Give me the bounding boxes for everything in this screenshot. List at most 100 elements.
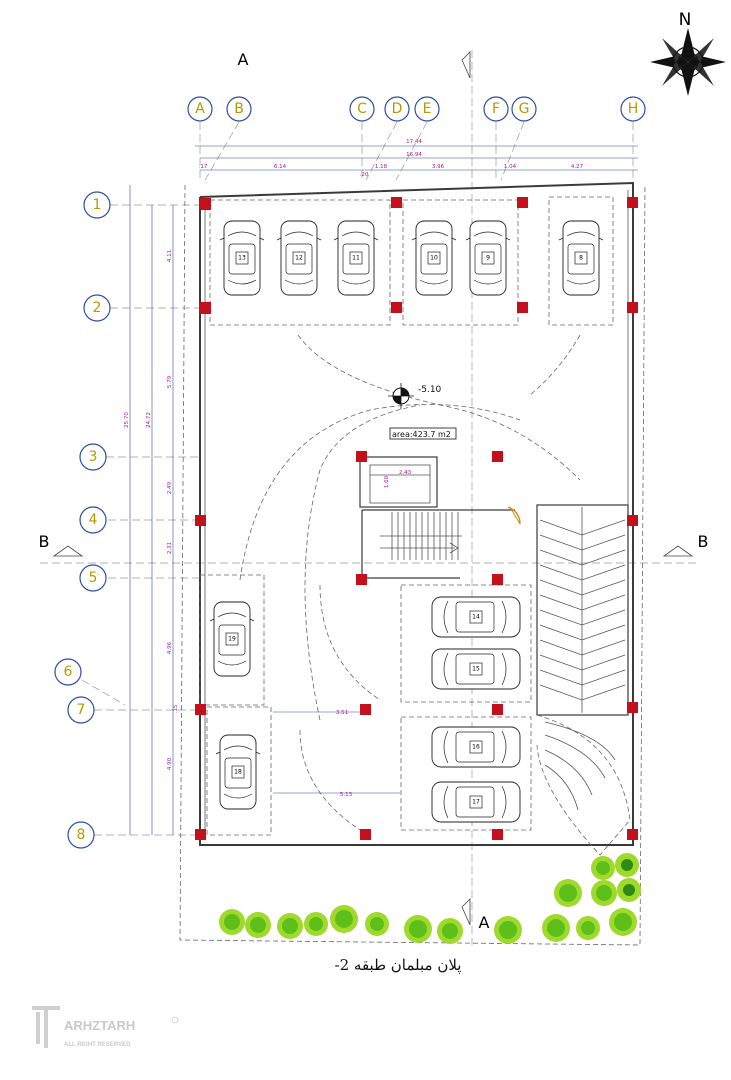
left-dimensions: 25.70 24.72 4.11 5.79 2.49 2.31 4.96 .15… — [124, 185, 179, 835]
grid-bubble-7: 7 — [67, 696, 95, 724]
grid-bubble-c: C — [349, 96, 375, 122]
svg-text:12: 12 — [295, 255, 303, 262]
svg-text:1.04: 1.04 — [504, 164, 517, 170]
interior-dimensions: 3.51 5.13 — [273, 710, 400, 798]
svg-text:3.96: 3.96 — [432, 164, 445, 170]
svg-text:4.11: 4.11 — [167, 250, 173, 262]
svg-text:9: 9 — [486, 255, 490, 262]
parking-stall-14[interactable]: 14 — [431, 596, 521, 638]
svg-text:3.51: 3.51 — [336, 710, 348, 716]
drive-aisle-curves — [239, 334, 581, 831]
outer-walls — [199, 181, 634, 846]
svg-text:3: 3 — [89, 449, 98, 465]
svg-text:4.27: 4.27 — [571, 164, 584, 170]
grid-bubble-a: A — [187, 96, 213, 122]
svg-text:5: 5 — [89, 570, 98, 586]
svg-text:B: B — [698, 532, 709, 551]
parking-stall-18[interactable]: 18 — [215, 734, 261, 810]
structural-columns — [195, 197, 638, 840]
drawing-title: پلان مبلمان طبقه 2- — [335, 956, 462, 974]
area-label: area:423.7 m2 — [392, 430, 451, 439]
svg-text:18: 18 — [234, 769, 242, 776]
grid-bubble-6: 6 — [54, 658, 82, 686]
parking-stall-10[interactable]: 10 — [411, 220, 457, 296]
parking-stall-11[interactable]: 11 — [333, 220, 379, 296]
svg-text:1: 1 — [93, 197, 102, 213]
svg-text:A: A — [479, 913, 490, 932]
svg-text:B: B — [39, 532, 50, 551]
svg-text:.15: .15 — [173, 704, 179, 713]
dim-left-secondary: 24.72 — [146, 412, 152, 428]
stair-core: 2.43 1.60 — [359, 456, 521, 579]
svg-text:6: 6 — [64, 664, 73, 680]
svg-text:1.18: 1.18 — [375, 164, 388, 170]
svg-text:4.96: 4.96 — [167, 641, 173, 654]
parking-stall-13[interactable]: 13 — [219, 220, 265, 296]
north-label: N — [679, 10, 692, 30]
grid-bubble-e: E — [414, 96, 440, 122]
svg-text:.20: .20 — [360, 172, 369, 178]
grid-bubble-g: G — [511, 96, 537, 122]
svg-text:11: 11 — [352, 255, 360, 262]
grid-bubble-8: 8 — [67, 821, 95, 849]
ramp — [536, 504, 631, 856]
svg-text:B: B — [234, 101, 244, 117]
landscape-trees — [219, 853, 641, 944]
dim-secondary: 16.94 — [406, 152, 422, 158]
section-a-bottom: A — [461, 898, 490, 932]
section-b-markers: B B — [39, 532, 709, 564]
site-boundary — [179, 184, 646, 946]
grid-bubble-d: D — [384, 96, 410, 122]
stair-width: 2.43 — [399, 470, 412, 476]
brand-logo: ARHZTARH ALL RIGHT RESERVED — [32, 1006, 179, 1048]
parking-stall-9[interactable]: 9 — [465, 220, 511, 296]
dim-overall: 17.44 — [406, 139, 422, 145]
parking-stall-19[interactable]: 19 — [209, 601, 255, 677]
svg-text:C: C — [357, 101, 367, 117]
svg-text:A: A — [195, 101, 205, 117]
svg-text:E: E — [423, 101, 432, 117]
grid-axes: A B C D E F G H 1 2 3 4 5 6 7 8 — [54, 96, 646, 849]
svg-text:8: 8 — [77, 827, 86, 843]
grid-bubble-4: 4 — [79, 506, 107, 534]
svg-text:5.13: 5.13 — [340, 792, 353, 798]
grid-bubble-b: B — [226, 96, 252, 122]
svg-text:14: 14 — [472, 614, 480, 621]
svg-text:19: 19 — [228, 636, 236, 643]
svg-text:A: A — [238, 50, 249, 69]
top-dimensions: 17.44 16.94 .17 6.14 .20 1.18 3.96 1.04 … — [195, 139, 638, 178]
grid-bubble-3: 3 — [79, 443, 107, 471]
svg-text:4.90: 4.90 — [167, 757, 173, 770]
north-arrow-icon: N — [650, 10, 726, 96]
svg-text:5.79: 5.79 — [167, 375, 173, 388]
svg-text:H: H — [628, 101, 639, 117]
grid-bubble-5: 5 — [79, 564, 107, 592]
svg-text:2: 2 — [93, 300, 102, 316]
svg-text:2.49: 2.49 — [167, 481, 173, 494]
grid-bubble-h: H — [620, 96, 646, 122]
area-tag: area:423.7 m2 — [389, 427, 457, 440]
parking-stall-12[interactable]: 12 — [276, 220, 322, 296]
grid-bubble-1: 1 — [83, 191, 111, 219]
svg-text:4: 4 — [89, 512, 98, 528]
stair-height: 1.60 — [384, 475, 390, 488]
svg-text:G: G — [519, 101, 530, 117]
svg-text:13: 13 — [238, 255, 246, 262]
svg-text:8: 8 — [579, 255, 583, 262]
parking-stall-15[interactable]: 15 — [431, 648, 521, 690]
parking-stall-16[interactable]: 16 — [431, 726, 521, 768]
svg-text:7: 7 — [77, 702, 86, 718]
brand-name: ARHZTARH — [64, 1018, 135, 1033]
brand-sub: ALL RIGHT RESERVED — [64, 1042, 131, 1048]
svg-text:10: 10 — [430, 255, 438, 262]
parking-stall-17[interactable]: 17 — [431, 781, 521, 823]
svg-text:6.14: 6.14 — [274, 164, 287, 170]
svg-text:D: D — [392, 101, 403, 117]
svg-text:2.31: 2.31 — [167, 542, 173, 554]
svg-text:17: 17 — [472, 799, 480, 806]
svg-text:.17: .17 — [199, 164, 208, 170]
svg-text:F: F — [492, 101, 500, 117]
svg-text:16: 16 — [472, 744, 480, 751]
parking-stall-8[interactable]: 8 — [558, 220, 604, 296]
